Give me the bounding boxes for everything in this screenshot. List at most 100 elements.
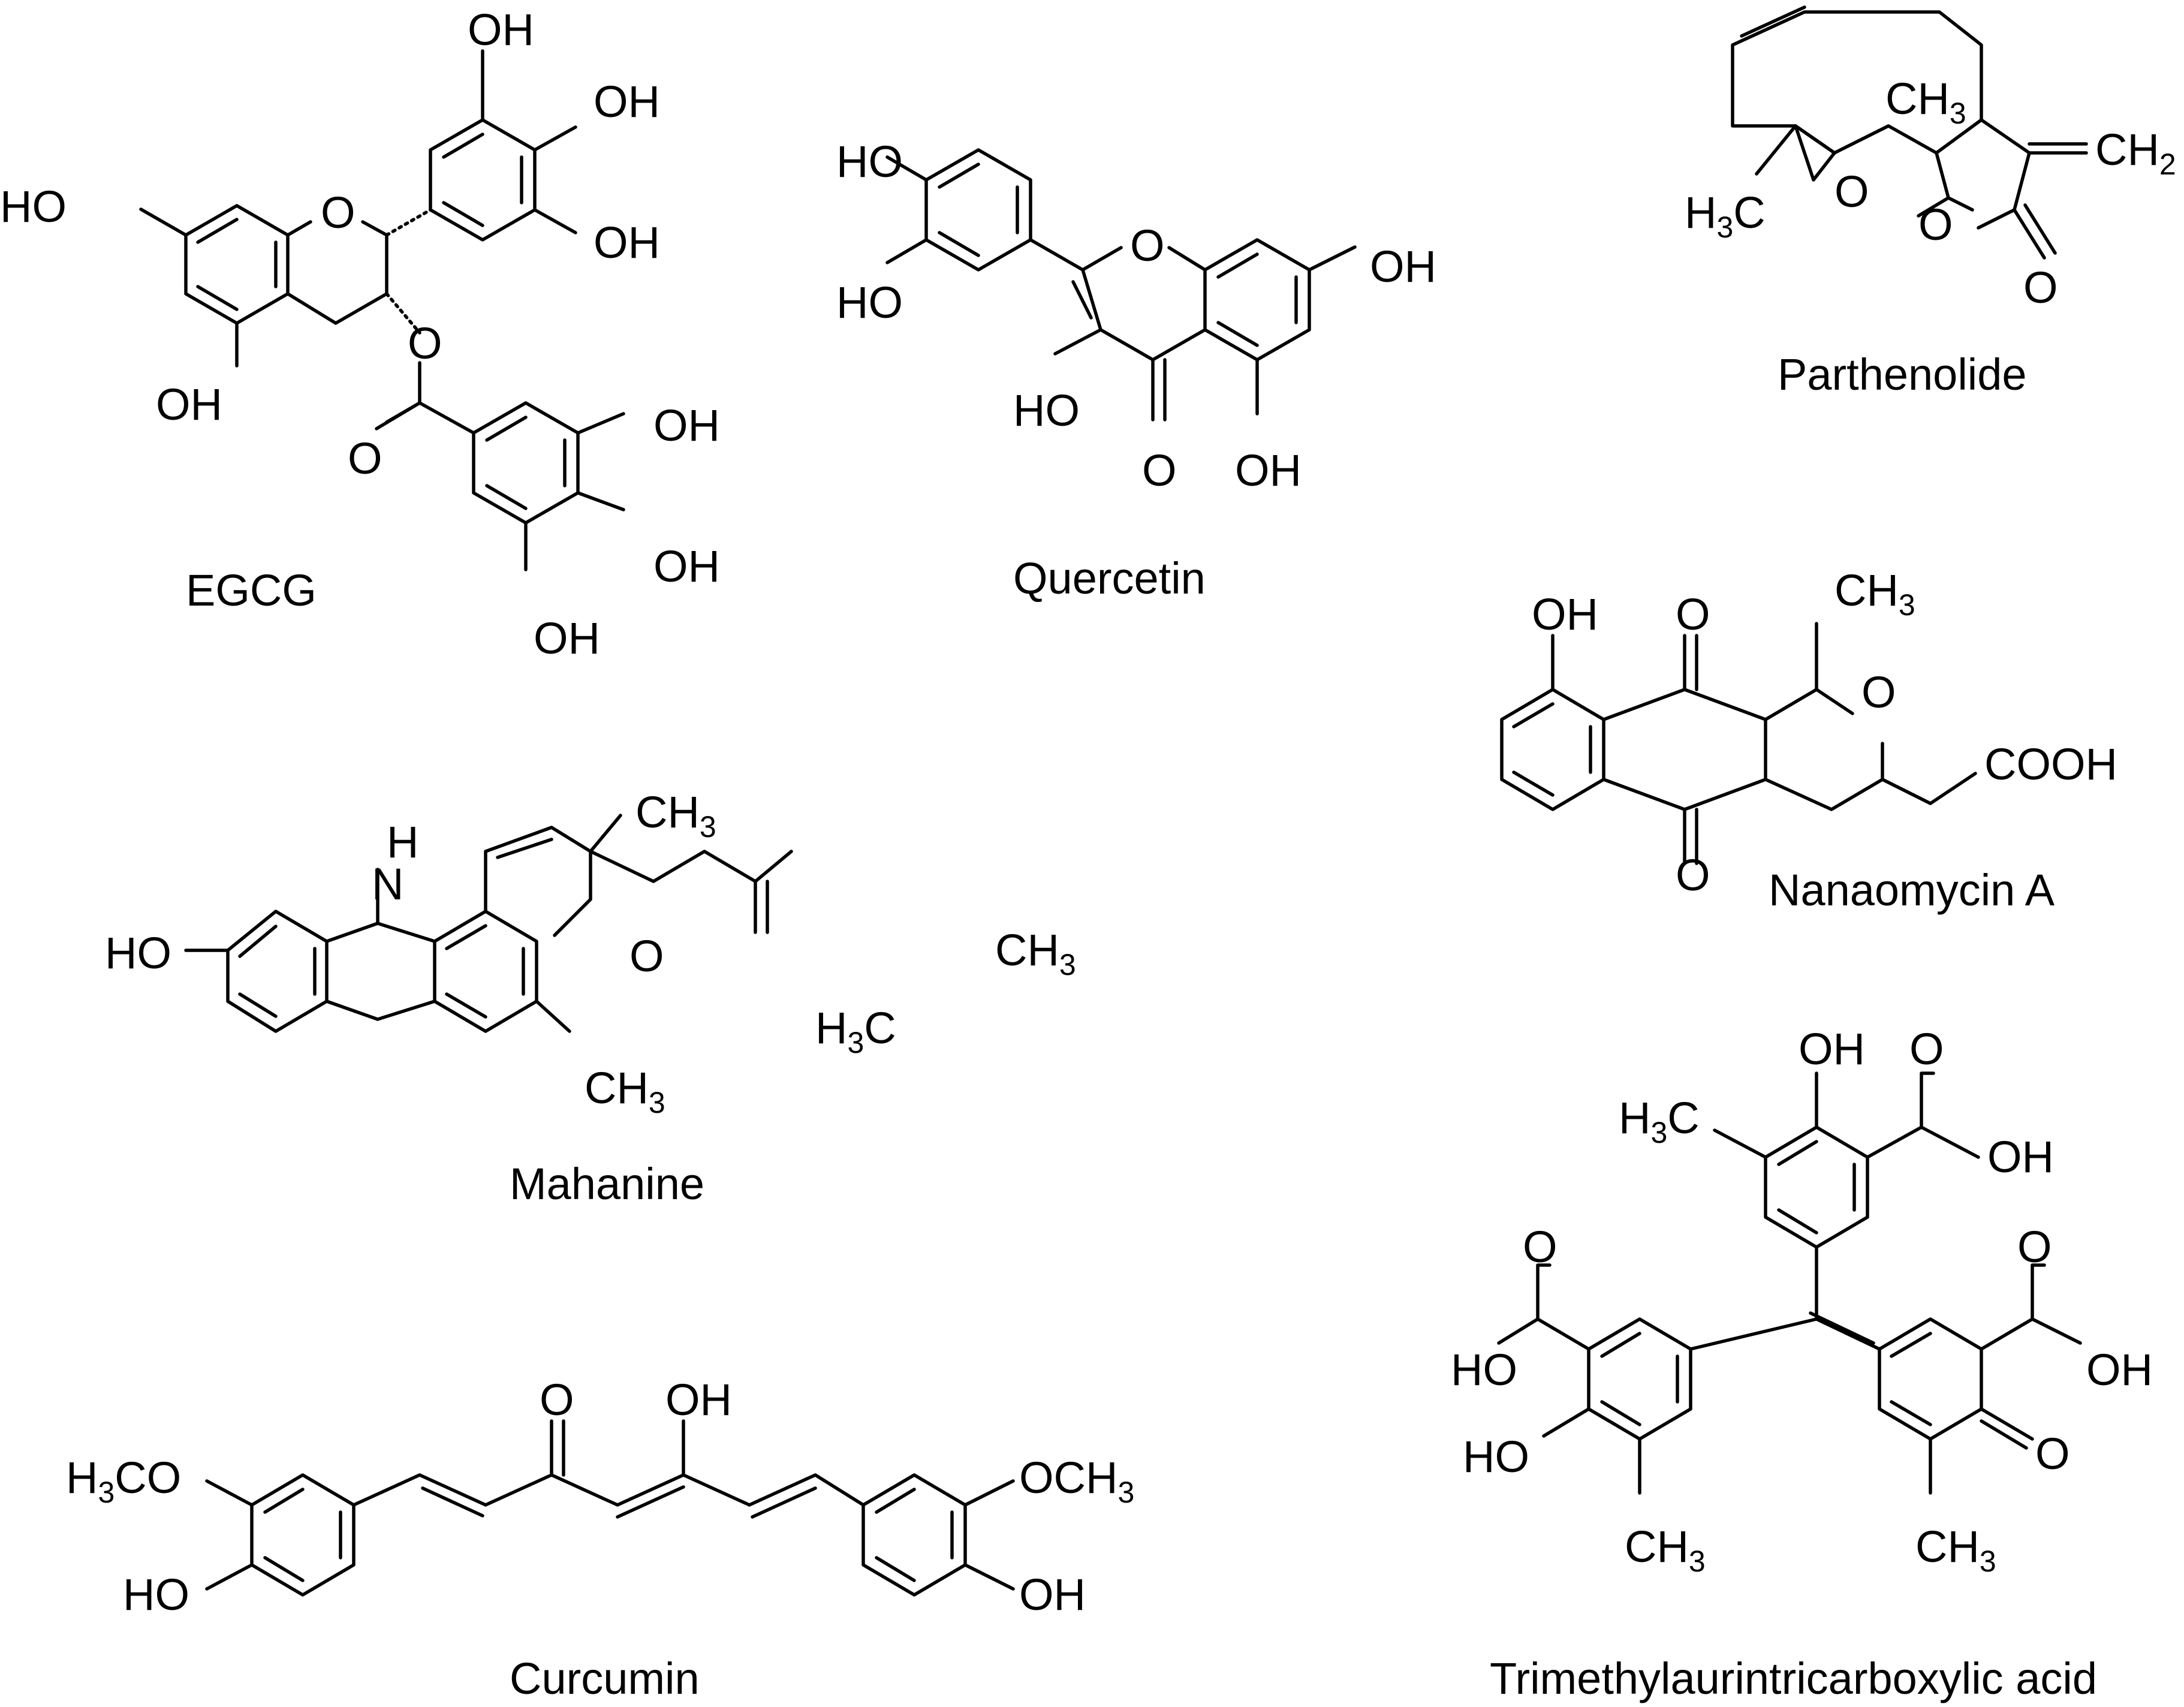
- egcg-atom-oh: OH: [594, 77, 660, 127]
- tatc-ch3-main: CH: [1625, 1522, 1689, 1571]
- mahanine-atom-ch3: CH3: [635, 787, 716, 844]
- mahanine-ch3-sub: 3: [1059, 948, 1076, 982]
- nanaomycin-atom-oh: OH: [1532, 589, 1598, 639]
- nanaomycin-ch3-main: CH: [1834, 565, 1899, 615]
- mahanine-ch3-sub: 3: [700, 810, 716, 844]
- tatc-atom-ho: HO: [1451, 1345, 1517, 1395]
- parthenolide-atom-o: O: [1918, 200, 1953, 249]
- quercetin-atom-ho: HO: [836, 137, 903, 186]
- egcg-atom-oh: OH: [653, 401, 720, 450]
- mahanine-h3c-c: C: [864, 1003, 896, 1053]
- tatc-atom-h3c: H3C: [1619, 1093, 1700, 1149]
- quercetin-atom-o: O: [1142, 445, 1177, 495]
- egcg-atom-o: O: [321, 188, 356, 237]
- parthenolide-ch3-sub: 3: [1950, 97, 1966, 130]
- parthenolide-h3c-sub: 3: [1716, 210, 1733, 244]
- tatc-atom-o: O: [2035, 1429, 2070, 1479]
- tatc-ch3-main: CH: [1915, 1522, 1980, 1571]
- tatc-h3c-sub: 3: [1650, 1116, 1667, 1149]
- nanaomycin-atom-ch3: CH3: [1834, 565, 1915, 622]
- tatc-h3c-c: C: [1667, 1093, 1699, 1143]
- tatc-atom-o: O: [1523, 1222, 1558, 1272]
- tatc-ch3-sub: 3: [1689, 1545, 1706, 1578]
- egcg-atom-oh: OH: [594, 218, 660, 267]
- curcumin-atom-oh: OH: [1019, 1570, 1086, 1619]
- mahanine-atom-n: N: [372, 859, 403, 909]
- nanaomycin-atom-o: O: [1861, 667, 1896, 717]
- mahanine-ch3-sub: 3: [649, 1086, 665, 1119]
- molecule-quercetin: HO HO O OH HO O OH Quercetin: [836, 137, 1436, 603]
- egcg-atom-o: O: [408, 318, 442, 368]
- mahanine-ch3-main: CH: [585, 1063, 649, 1113]
- tatc-atom-ho: HO: [1463, 1432, 1529, 1482]
- curcumin-atom-o: O: [540, 1375, 574, 1425]
- egcg-atom-ho: HO: [0, 182, 67, 231]
- tatc-h3c-h: H: [1619, 1093, 1650, 1143]
- curcumin-atom-h3co: H3CO: [66, 1453, 181, 1509]
- curcumin-atom-oh: OH: [665, 1375, 732, 1425]
- mahanine-atom-ch3: CH3: [585, 1063, 665, 1119]
- mahanine-atom-h3c: H3C: [815, 1003, 896, 1059]
- nanaomycin-atom-o: O: [1676, 850, 1710, 900]
- egcg-atom-oh: OH: [653, 541, 720, 591]
- mahanine-ch3-main: CH: [635, 787, 700, 837]
- mahanine-atom-ch3: CH3: [995, 925, 1076, 982]
- quercetin-atom-oh: OH: [1235, 445, 1302, 495]
- curcumin-h3co-sub: 3: [98, 1476, 115, 1509]
- molecule-name-tatc: Trimethylaurintricarboxylic acid: [1490, 1654, 2097, 1703]
- tatc-atom-oh: OH: [1987, 1132, 2054, 1182]
- molecule-parthenolide: CH3 CH2 H3C O O O Parthenolide: [1685, 5, 2176, 399]
- egcg-atom-o: O: [348, 433, 382, 483]
- parthenolide-ch3-main: CH: [1885, 74, 1950, 124]
- curcumin-atom-och3: OCH3: [1019, 1453, 1134, 1509]
- molecule-name-nanaomycin: Nanaomycin A: [1769, 865, 2055, 915]
- quercetin-atom-ho: HO: [836, 278, 903, 327]
- molecule-name-egcg: EGCG: [186, 565, 317, 615]
- molecule-nanaomycin: OH O CH3 O COOH O Nanaomycin A: [1500, 565, 2117, 915]
- quercetin-atom-oh: OH: [1370, 242, 1436, 291]
- parthenolide-ch2-sub: 2: [2159, 147, 2176, 181]
- tatc-atom-o: O: [2017, 1222, 2052, 1272]
- egcg-atom-oh: OH: [534, 613, 600, 663]
- mahanine-atom-h: H: [387, 817, 418, 867]
- curcumin-och3-main: OCH: [1019, 1453, 1117, 1503]
- tatc-atom-ch3: CH3: [1625, 1522, 1706, 1578]
- egcg-atom-oh: OH: [156, 380, 222, 429]
- mahanine-atom-o: O: [629, 931, 664, 981]
- curcumin-och3-sub: 3: [1117, 1476, 1134, 1509]
- egcg-atom-oh: OH: [468, 5, 534, 55]
- curcumin-h3co-h: H: [66, 1453, 98, 1503]
- mahanine-ch3-main: CH: [995, 925, 1059, 975]
- nanaomycin-atom-o: O: [1676, 589, 1710, 639]
- parthenolide-atom-o: O: [2023, 263, 2058, 312]
- parthenolide-h3c-h: H: [1685, 188, 1716, 237]
- curcumin-h3co-co: CO: [115, 1453, 181, 1503]
- molecule-trimethylaurintricarboxylic-acid: OH O H3C OH O O HO OH HO O CH3 CH3 Trime…: [1451, 1024, 2153, 1703]
- molecule-name-quercetin: Quercetin: [1013, 553, 1206, 603]
- molecule-name-curcumin: Curcumin: [510, 1654, 700, 1703]
- curcumin-atom-ho: HO: [123, 1570, 189, 1619]
- nanaomycin-ch3-sub: 3: [1899, 588, 1915, 622]
- molecule-egcg: OH OH OH O HO OH OH O O OH OH EGCG: [0, 5, 720, 663]
- parthenolide-atom-h3c: H3C: [1685, 188, 1766, 244]
- parthenolide-atom-ch3: CH3: [1885, 74, 1966, 130]
- molecule-mahanine: H N CH3 HO O CH3 H3C CH3 Mahanine: [105, 787, 1076, 1209]
- parthenolide-atom-ch2: CH2: [2095, 125, 2176, 181]
- parthenolide-h3c-c: C: [1733, 188, 1765, 237]
- nanaomycin-atom-cooh: COOH: [1984, 739, 2117, 789]
- parthenolide-ch2-main: CH: [2095, 125, 2159, 174]
- quercetin-atom-ho: HO: [1013, 386, 1080, 435]
- mahanine-h3c-h: H: [815, 1003, 847, 1053]
- tatc-atom-oh: OH: [1799, 1024, 1865, 1074]
- mahanine-atom-ho: HO: [105, 928, 171, 978]
- molecule-curcumin: O OH H3CO OCH3 HO OH Curcumin: [66, 1375, 1134, 1703]
- parthenolide-atom-o: O: [1834, 167, 1869, 216]
- tatc-atom-oh: OH: [2086, 1345, 2153, 1395]
- mahanine-h3c-sub: 3: [847, 1026, 864, 1059]
- tatc-atom-ch3: CH3: [1915, 1522, 1996, 1578]
- molecule-name-parthenolide: Parthenolide: [1778, 350, 2027, 399]
- molecule-name-mahanine: Mahanine: [510, 1159, 704, 1209]
- tatc-atom-o: O: [1909, 1024, 1944, 1074]
